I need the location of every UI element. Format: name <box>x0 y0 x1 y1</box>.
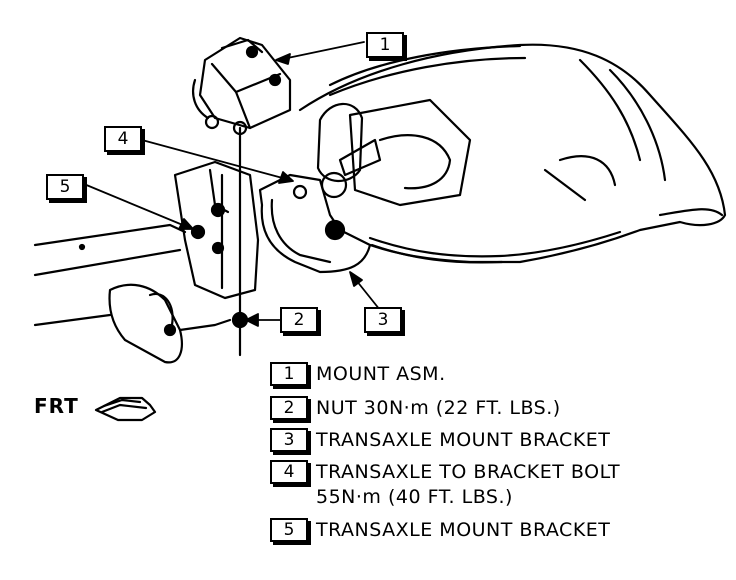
leader-lines <box>83 41 381 327</box>
transaxle-housing <box>298 43 727 264</box>
legend-number: 3 <box>270 428 308 452</box>
legend-number: 5 <box>270 518 308 542</box>
legend-number: 4 <box>270 460 308 484</box>
callout-3: 3 <box>364 307 402 333</box>
legend-item: 4 TRANSAXLE TO BRACKET BOLT 55N·m (40 FT… <box>270 460 620 510</box>
legend-number: 1 <box>270 362 308 386</box>
legend-text: NUT 30N·m (22 FT. LBS.) <box>316 397 561 419</box>
callout-1: 1 <box>366 32 404 58</box>
callout-5: 5 <box>46 174 84 200</box>
legend-item: 1 MOUNT ASM. <box>270 362 446 387</box>
legend-item: 3 TRANSAXLE MOUNT BRACKET <box>270 428 610 453</box>
legend-text-line1: TRANSAXLE TO BRACKET BOLT <box>316 461 621 483</box>
legend-number: 2 <box>270 396 308 420</box>
mount-assembly-1 <box>191 36 292 136</box>
legend-item: 2 NUT 30N·m (22 FT. LBS.) <box>270 396 561 421</box>
legend-text-line2: 55N·m (40 FT. LBS.) <box>316 486 513 508</box>
legend-item: 5 TRANSAXLE MOUNT BRACKET <box>270 518 610 543</box>
legend-text: TRANSAXLE TO BRACKET BOLT 55N·m (40 FT. … <box>316 460 620 510</box>
bracket-5 <box>173 160 260 300</box>
callout-2: 2 <box>280 307 318 333</box>
legend-text: TRANSAXLE MOUNT BRACKET <box>316 519 611 541</box>
front-direction-arrow-icon <box>94 396 157 422</box>
callout-4: 4 <box>104 126 142 152</box>
frame-rail <box>33 223 232 364</box>
front-label: FRT <box>34 394 79 418</box>
legend-text: MOUNT ASM. <box>316 363 446 385</box>
bracket-3 <box>258 173 372 274</box>
legend-text: TRANSAXLE MOUNT BRACKET <box>316 429 611 451</box>
